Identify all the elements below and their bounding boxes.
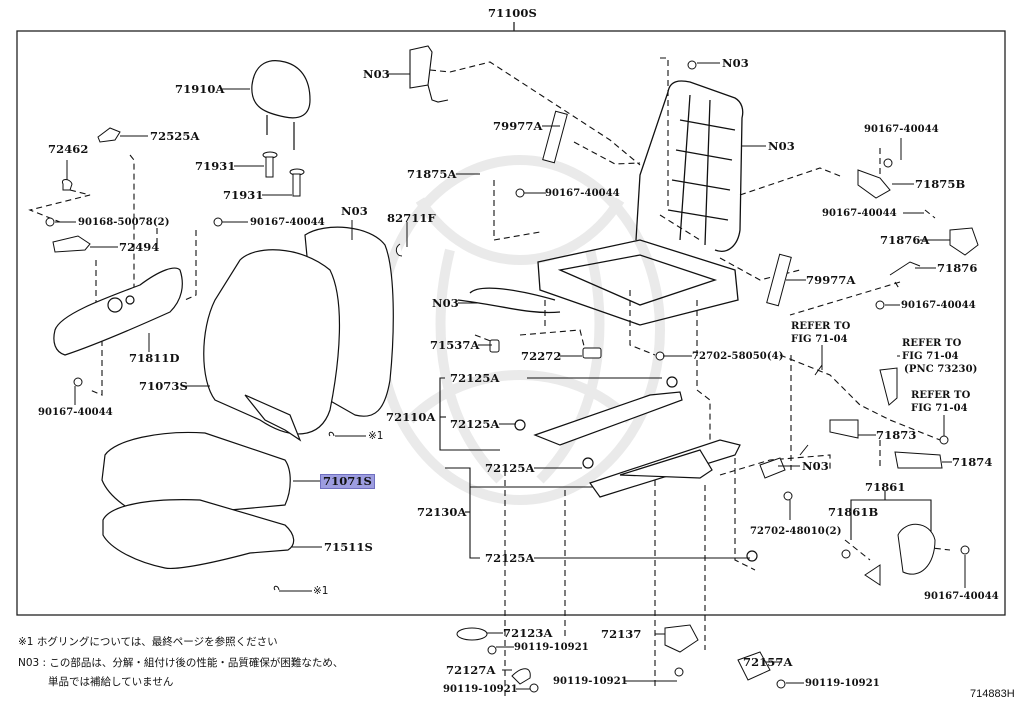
headrest-drawing bbox=[251, 60, 311, 150]
part-label-71875a[interactable]: 71875A bbox=[407, 167, 457, 181]
part-label-72127a[interactable]: 72127A bbox=[446, 663, 496, 677]
part-label-n03[interactable]: N03 bbox=[768, 139, 795, 153]
part-label-71861b[interactable]: 71861B bbox=[828, 505, 879, 519]
seat-rails-drawing bbox=[514, 376, 758, 562]
part-label-82711f[interactable]: 82711F bbox=[387, 211, 436, 225]
part-label-79977a[interactable]: 79977A bbox=[806, 273, 856, 287]
refer-to-fig-link[interactable]: REFER TO bbox=[902, 338, 962, 349]
part-label-71071s-highlighted[interactable]: 71071S bbox=[320, 474, 375, 489]
part-label-90167-40044[interactable]: 90167-40044 bbox=[38, 407, 113, 418]
part-label-71537a[interactable]: 71537A bbox=[430, 338, 480, 352]
part-label-71873[interactable]: 71873 bbox=[876, 428, 917, 442]
refer-to-fig-link[interactable]: FIG 71-04 bbox=[791, 334, 848, 345]
part-label-n03[interactable]: N03 bbox=[341, 204, 368, 218]
part-label-71910a[interactable]: 71910A bbox=[175, 82, 225, 96]
part-label-72702-58050[interactable]: 72702-58050(4) bbox=[692, 351, 784, 362]
hog-ring-reference: ※1 bbox=[368, 430, 384, 442]
part-label-72137[interactable]: 72137 bbox=[601, 627, 642, 641]
part-label-90119-10921[interactable]: 90119-10921 bbox=[805, 678, 880, 689]
hog-ring-reference: ※1 bbox=[313, 585, 329, 597]
illustration-code: 714883H bbox=[970, 688, 1015, 700]
part-label-72272[interactable]: 72272 bbox=[521, 349, 562, 363]
refer-to-fig-link[interactable]: FIG 71-04 bbox=[902, 351, 959, 362]
seatback-drawing bbox=[203, 226, 394, 442]
footnote-hog-ring: ※1 ホグリングについては、最終ページを参照ください bbox=[18, 636, 278, 648]
side-shield-drawing bbox=[53, 267, 183, 356]
footnote-n03: N03 : この部品は、分解・組付け後の性能・品質確保が困難なため、 bbox=[18, 657, 344, 669]
part-label-90167-40044[interactable]: 90167-40044 bbox=[250, 217, 325, 228]
watermark-emblem bbox=[375, 155, 665, 505]
seat-frame-drawing bbox=[457, 80, 744, 326]
part-label-72125a[interactable]: 72125A bbox=[485, 461, 535, 475]
part-label-72110a[interactable]: 72110A bbox=[386, 410, 436, 424]
part-label-90167-40044[interactable]: 90167-40044 bbox=[924, 591, 999, 602]
part-label-n03[interactable]: N03 bbox=[722, 56, 749, 70]
group-brackets bbox=[439, 377, 932, 559]
footnote-n03-continued: 単品では補給していません bbox=[48, 676, 174, 688]
part-label-72525a[interactable]: 72525A bbox=[150, 129, 200, 143]
leader-lines bbox=[55, 62, 966, 690]
part-label-71876[interactable]: 71876 bbox=[937, 261, 978, 275]
refer-to-fig-link[interactable]: (PNC 73230) bbox=[904, 364, 978, 375]
dashed-leaders bbox=[28, 57, 951, 700]
part-label-72702-48010[interactable]: 72702-48010(2) bbox=[750, 526, 842, 537]
airbag-drawing bbox=[409, 45, 449, 103]
part-label-90168-50078[interactable]: 90168-50078(2) bbox=[78, 217, 170, 228]
part-label-71874[interactable]: 71874 bbox=[952, 455, 993, 469]
part-label-71876a[interactable]: 71876A bbox=[880, 233, 930, 247]
part-label-72462[interactable]: 72462 bbox=[48, 142, 89, 156]
part-label-90167-40044[interactable]: 90167-40044 bbox=[822, 208, 897, 219]
part-label-71861[interactable]: 71861 bbox=[865, 480, 906, 494]
part-label-72125a[interactable]: 72125A bbox=[450, 417, 500, 431]
part-label-79977a[interactable]: 79977A bbox=[493, 119, 543, 133]
part-label-71073s[interactable]: 71073S bbox=[139, 379, 188, 393]
part-label-72125a[interactable]: 72125A bbox=[450, 371, 500, 385]
refer-to-fig-link[interactable]: REFER TO bbox=[791, 321, 851, 332]
fasteners bbox=[456, 60, 979, 693]
part-label-n03[interactable]: N03 bbox=[432, 296, 459, 310]
part-label-90119-10921[interactable]: 90119-10921 bbox=[553, 676, 628, 687]
assembly-frame bbox=[16, 22, 1006, 616]
part-label-72130a[interactable]: 72130A bbox=[417, 505, 467, 519]
part-label-90167-40044[interactable]: 90167-40044 bbox=[901, 300, 976, 311]
part-label-71811d[interactable]: 71811D bbox=[129, 351, 180, 365]
part-label-71931[interactable]: 71931 bbox=[223, 188, 264, 202]
refer-to-fig-link[interactable]: FIG 71-04 bbox=[911, 403, 968, 414]
part-label-71931[interactable]: 71931 bbox=[195, 159, 236, 173]
part-label-90119-10921[interactable]: 90119-10921 bbox=[443, 684, 518, 695]
part-label-72494[interactable]: 72494 bbox=[119, 240, 160, 254]
part-label-90119-10921[interactable]: 90119-10921 bbox=[514, 642, 589, 653]
part-label-71100s[interactable]: 71100S bbox=[488, 6, 537, 20]
part-label-90167-40044[interactable]: 90167-40044 bbox=[545, 188, 620, 199]
refer-to-fig-link[interactable]: REFER TO bbox=[911, 390, 971, 401]
part-label-72123a[interactable]: 72123A bbox=[503, 626, 553, 640]
part-label-71511s[interactable]: 71511S bbox=[324, 540, 373, 554]
part-label-n03[interactable]: N03 bbox=[363, 67, 390, 81]
cushion-drawing bbox=[101, 431, 295, 569]
headrest-guides bbox=[262, 151, 305, 197]
part-label-72125a[interactable]: 72125A bbox=[485, 551, 535, 565]
small-parts-left bbox=[45, 127, 403, 591]
part-label-71875b[interactable]: 71875B bbox=[915, 177, 966, 191]
part-label-90167-40044[interactable]: 90167-40044 bbox=[864, 124, 939, 135]
part-label-72157a[interactable]: 72157A bbox=[743, 655, 793, 669]
part-label-n03[interactable]: N03 bbox=[802, 459, 829, 473]
